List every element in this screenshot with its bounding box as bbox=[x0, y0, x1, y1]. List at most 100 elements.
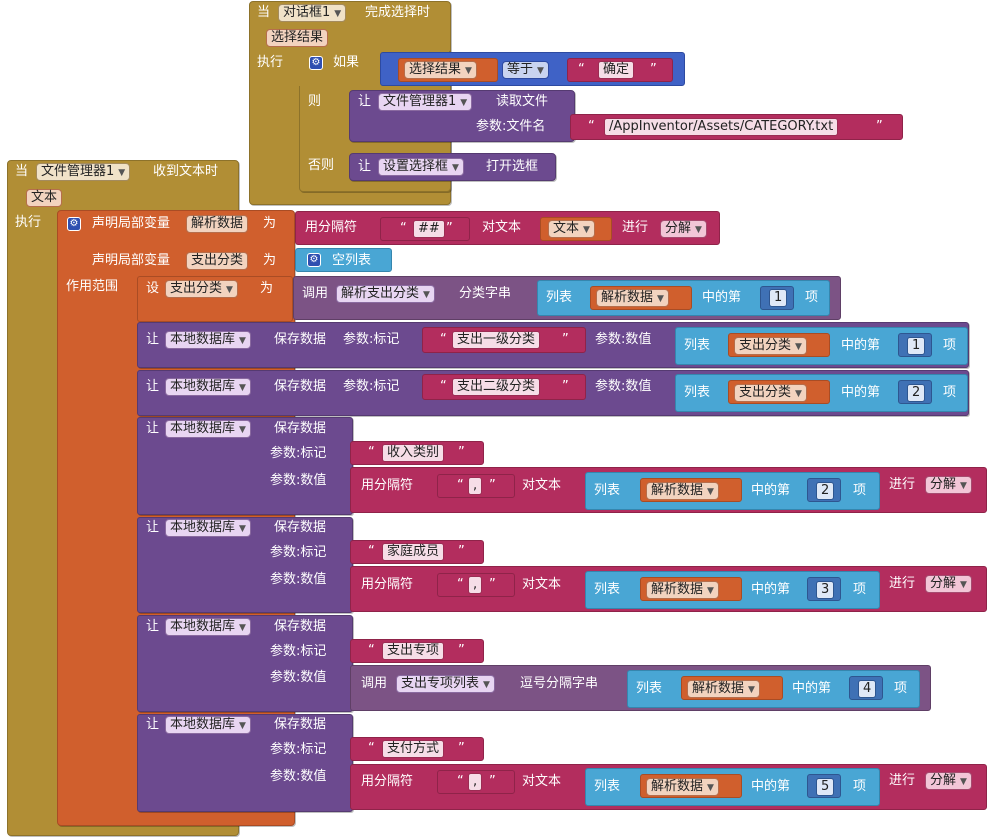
value-label: 参数:数值 bbox=[270, 769, 327, 784]
proc-items-dropdown[interactable]: 支出专项列表▼ bbox=[396, 675, 495, 693]
value-label: 参数:数值 bbox=[270, 670, 327, 685]
file-component-dropdown[interactable]: 文件管理器1▼ bbox=[36, 163, 131, 181]
quote-close: ” bbox=[489, 577, 496, 592]
text-var-dropdown[interactable]: 文本▼ bbox=[548, 220, 595, 238]
parsed-var-dropdown[interactable]: 解析数据▼ bbox=[687, 680, 760, 698]
store-label: 保存数据 bbox=[274, 379, 327, 394]
tinydb-dropdown[interactable]: 本地数据库▼ bbox=[165, 378, 251, 396]
event-name: 完成选择时 bbox=[365, 5, 431, 20]
dropdown-arrow-icon: ▼ bbox=[239, 524, 246, 534]
dropdown-arrow-icon: ▼ bbox=[118, 168, 126, 178]
store-label: 保存数据 bbox=[274, 421, 327, 436]
store-label: 保存数据 bbox=[274, 520, 327, 535]
tinydb-dropdown[interactable]: 本地数据库▼ bbox=[165, 519, 251, 537]
tag-string[interactable]: 支出二级分类 bbox=[452, 378, 541, 396]
sep-string[interactable]: , bbox=[468, 477, 483, 495]
proc-items-param-label: 逗号分隔字串 bbox=[520, 676, 599, 691]
gear-icon[interactable]: ⚙ bbox=[309, 56, 323, 70]
index-number[interactable]: 1 bbox=[769, 289, 788, 307]
let-label: 让 bbox=[146, 619, 160, 634]
as-label-2: 为 bbox=[263, 253, 277, 268]
gear-icon[interactable]: ⚙ bbox=[67, 217, 81, 231]
quote-open: “ bbox=[440, 379, 447, 394]
split-mode-dropdown[interactable]: 分解▼ bbox=[660, 220, 707, 238]
item-label: 项 bbox=[853, 582, 867, 597]
dropdown-arrow-icon: ▼ bbox=[465, 66, 472, 76]
item-label: 项 bbox=[853, 483, 867, 498]
parsed-var-dropdown[interactable]: 解析数据▼ bbox=[646, 778, 719, 796]
scope-label: 作用范围 bbox=[66, 279, 119, 294]
tag-string[interactable]: 家庭成员 bbox=[382, 543, 445, 561]
param-chip-text[interactable]: 文本 bbox=[26, 189, 63, 207]
index-number[interactable]: 2 bbox=[816, 482, 835, 500]
picker-dropdown[interactable]: 设置选择框▼ bbox=[378, 158, 464, 176]
quote-close: ” bbox=[562, 379, 569, 394]
perform-label: 进行 bbox=[889, 773, 916, 788]
proc-parse-dropdown[interactable]: 解析支出分类▼ bbox=[336, 285, 435, 303]
dropdown-arrow-icon: ▼ bbox=[483, 680, 490, 690]
index-number[interactable]: 5 bbox=[816, 778, 835, 796]
tag-string[interactable]: 支付方式 bbox=[382, 740, 445, 758]
dropdown-arrow-icon: ▼ bbox=[795, 389, 802, 399]
sep-string[interactable]: , bbox=[468, 576, 483, 594]
tinydb-dropdown[interactable]: 本地数据库▼ bbox=[165, 331, 251, 349]
gear-icon[interactable]: ⚙ bbox=[307, 253, 321, 267]
index-number[interactable]: 2 bbox=[907, 384, 926, 402]
quote-open: “ bbox=[457, 577, 464, 592]
dropdown-arrow-icon: ▼ bbox=[748, 685, 755, 695]
quote-close: ” bbox=[650, 62, 657, 77]
expense-var-dropdown[interactable]: 支出分类▼ bbox=[734, 337, 807, 355]
ok-string[interactable]: 确定 bbox=[598, 61, 635, 79]
expense-var-dropdown[interactable]: 支出分类▼ bbox=[734, 384, 807, 402]
sep-string[interactable]: , bbox=[468, 773, 483, 791]
set-var-dropdown[interactable]: 支出分类▼ bbox=[165, 280, 238, 298]
quote-open: “ bbox=[588, 119, 595, 134]
do-label: 执行 bbox=[15, 215, 42, 230]
filename-string[interactable]: /AppInventor/Assets/CATEGORY.txt bbox=[604, 118, 839, 136]
quote-close: ” bbox=[458, 544, 465, 559]
index-number[interactable]: 3 bbox=[816, 581, 835, 599]
split-mode-dropdown[interactable]: 分解▼ bbox=[925, 575, 972, 593]
list-label: 列表 bbox=[546, 290, 573, 305]
dropdown-arrow-icon: ▼ bbox=[423, 290, 430, 300]
tag-label: 参数:标记 bbox=[343, 379, 400, 394]
dropdown-arrow-icon: ▼ bbox=[707, 487, 714, 497]
dropdown-arrow-icon: ▼ bbox=[795, 342, 802, 352]
sep-string[interactable]: ## bbox=[413, 220, 445, 238]
var-parsed-data[interactable]: 解析数据 bbox=[186, 215, 249, 233]
parsed-var-dropdown[interactable]: 解析数据▼ bbox=[646, 482, 719, 500]
compare-op-dropdown[interactable]: 等于▼ bbox=[502, 61, 549, 79]
as-label-1: 为 bbox=[263, 216, 277, 231]
tag-string[interactable]: 收入类别 bbox=[382, 444, 445, 462]
tag-string[interactable]: 支出一级分类 bbox=[452, 331, 541, 349]
split-block[interactable] bbox=[295, 211, 720, 245]
store-label: 保存数据 bbox=[274, 332, 327, 347]
read-file-label: 读取文件 bbox=[496, 94, 549, 109]
result-var-dropdown[interactable]: 选择结果▼ bbox=[404, 61, 477, 79]
tinydb-dropdown[interactable]: 本地数据库▼ bbox=[165, 420, 251, 438]
var-expense-cat[interactable]: 支出分类 bbox=[186, 252, 249, 270]
file-mgr-dropdown[interactable]: 文件管理器1▼ bbox=[378, 93, 473, 111]
tinydb-dropdown[interactable]: 本地数据库▼ bbox=[165, 716, 251, 734]
dialog-component-dropdown[interactable]: 对话框1▼ bbox=[278, 4, 347, 22]
on-text-label: 对文本 bbox=[522, 478, 562, 493]
split-mode-dropdown[interactable]: 分解▼ bbox=[925, 476, 972, 494]
call-label: 调用 bbox=[361, 676, 388, 691]
tag-string[interactable]: 支出专项 bbox=[382, 642, 445, 660]
split-by-label: 用分隔符 bbox=[361, 577, 414, 592]
dropdown-arrow-icon: ▼ bbox=[239, 336, 246, 346]
param-chip-result[interactable]: 选择结果 bbox=[266, 29, 329, 47]
tag-label: 参数:标记 bbox=[343, 332, 400, 347]
index-number[interactable]: 1 bbox=[907, 337, 926, 355]
parsed-var-dropdown[interactable]: 解析数据▼ bbox=[596, 289, 669, 307]
quote-open: “ bbox=[368, 741, 375, 756]
tinydb-dropdown[interactable]: 本地数据库▼ bbox=[165, 618, 251, 636]
parsed-var-dropdown[interactable]: 解析数据▼ bbox=[646, 581, 719, 599]
index-number[interactable]: 4 bbox=[858, 680, 877, 698]
declare-label-1: 声明局部变量 bbox=[92, 216, 171, 231]
quote-close: ” bbox=[458, 741, 465, 756]
list-label: 列表 bbox=[636, 681, 663, 696]
split-mode-dropdown[interactable]: 分解▼ bbox=[925, 772, 972, 790]
list-label: 列表 bbox=[594, 582, 621, 597]
dropdown-arrow-icon: ▼ bbox=[239, 721, 246, 731]
